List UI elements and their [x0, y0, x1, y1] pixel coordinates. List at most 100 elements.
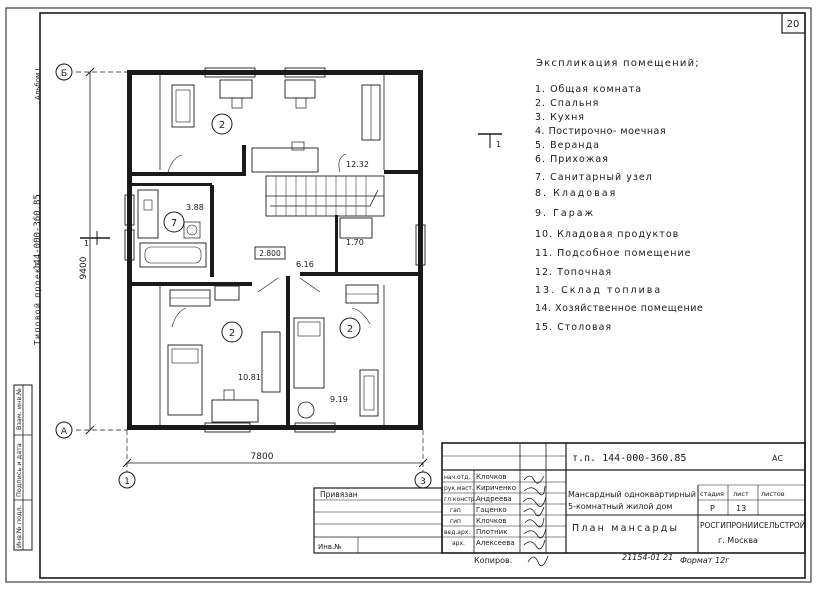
binding-label: Привязан [320, 490, 358, 499]
room-area-hall: 6.16 [296, 260, 314, 269]
signature-2 [523, 485, 546, 496]
signer-role-7: арх. [452, 540, 465, 547]
section-mark-right: 1 [478, 133, 502, 149]
binding-block: Привязан Инв.№ [313, 487, 443, 554]
signature-5 [524, 517, 545, 528]
copied-label: Копиров. [474, 556, 512, 565]
axis-bubble-bottom [55, 421, 73, 439]
level-mark: 2.800 [259, 249, 281, 258]
left-margin-stamp: Взам. инв.№ Подпись и дата Инв.№ подл. [13, 384, 33, 551]
explication-item-7: 7. Санитарный узел [535, 172, 653, 183]
dimension-width: 7800 [251, 452, 274, 462]
explication: Экспликация помещений; 1. Общая комната … [535, 58, 703, 333]
outer-wall-bottom [127, 425, 423, 430]
stamp-stage: Р [710, 504, 715, 513]
signer-name-6: Плотник [476, 528, 507, 536]
explication-item-4: 4. Постирочно- моечная [535, 126, 666, 137]
sofa-top-left [171, 84, 195, 128]
signature-4 [523, 506, 545, 517]
bed-right [293, 317, 325, 389]
order-number: 21154-01 21 [622, 553, 673, 562]
signer-name-1: Клочков [476, 473, 507, 481]
project-label: Типовой проект [33, 261, 42, 346]
explication-item-12: 12. Топочная [535, 267, 612, 278]
axis-label-bottom: А [61, 427, 68, 437]
axis-bubble-top [55, 63, 73, 81]
outer-wall-top [127, 70, 423, 75]
inv-number-label: Инв.№ [318, 543, 341, 551]
stamp-code: т.п. 144-000-360.85 [572, 453, 686, 464]
signature-7 [523, 539, 546, 550]
room-area-sanitary: 3.88 [186, 203, 204, 212]
signer-role-6: вед.арх. [444, 529, 470, 536]
signer-name-5: Клочков [476, 517, 507, 525]
sheet-number-box [781, 12, 806, 34]
axis-label-top: Б [61, 69, 67, 79]
room-code-bedroom-top: 2 [219, 120, 225, 131]
explication-item-10: 10. Кладовая продуктов [535, 229, 679, 240]
room-area-bedroom-right: 9.19 [330, 395, 348, 404]
room-code-bedroom-left: 2 [229, 328, 235, 339]
explication-item-2: 2. Спальня [535, 98, 599, 109]
signer-name-7: Алексеева [476, 539, 515, 547]
explication-item-1: 1. Общая комната [535, 84, 642, 95]
desk-top-1 [219, 79, 253, 99]
signature-6 [523, 528, 547, 539]
explication-item-13: 13. Склад топлива [535, 285, 662, 296]
room-area-closet: 1.70 [346, 238, 364, 247]
outer-wall-left [127, 70, 132, 430]
room-area-bedroom-top: 12.32 [346, 160, 369, 169]
margin-inv-orig: Инв.№ подл. [15, 505, 23, 548]
copied-signature [527, 555, 549, 567]
stamp-sheets-header: листов [761, 490, 785, 498]
bed-left [167, 344, 203, 416]
stamp-org-line2: г. Москва [718, 536, 758, 545]
stamp-sheet-title: План мансарды [572, 523, 679, 534]
format-label: Формат 12г [680, 556, 730, 565]
explication-item-15: 15. Столовая [535, 322, 612, 333]
signer-role-3: гл.констр. [444, 496, 477, 503]
stamp-stage-header: стадия [700, 490, 724, 498]
margin-replace-inv: Взам. инв.№ [15, 388, 23, 430]
axis-bubble-left [118, 471, 136, 489]
album-label: Альбом I [34, 68, 42, 100]
room-marker-sanitary [163, 211, 185, 233]
signer-role-5: гип [450, 518, 461, 525]
room-marker-bedroom-top [211, 113, 233, 135]
explication-title: Экспликация помещений; [536, 58, 700, 69]
explication-item-6: 6. Прихожая [535, 154, 609, 165]
signer-role-2: рук.маст. [444, 485, 474, 492]
axis-label-left: 1 [124, 477, 130, 487]
room-marker-bedroom-left [221, 321, 243, 343]
desk-top-2 [284, 79, 316, 99]
armchair-right [359, 369, 379, 417]
explication-item-5: 5. Веранда [535, 140, 600, 151]
stamp-sheet: 13 [736, 504, 746, 513]
room-area-bedroom-left: 10.81 [238, 373, 261, 382]
stamp-suffix: АС [772, 454, 783, 463]
signer-name-4: Гаценко [476, 506, 507, 514]
signer-name-2: Кириченко [476, 484, 516, 492]
stamp-sheet-header: лист [733, 490, 749, 498]
section-mark-left: 1 [84, 239, 89, 248]
outer-wall-right [418, 70, 423, 430]
floor-plan: Б А 1 3 7800 9400 [55, 63, 432, 489]
cabinet-hall [251, 147, 319, 173]
room-code-bedroom-right: 2 [347, 324, 353, 335]
title-block: т.п. 144-000-360.85 АС нач.отд. Клочков … [441, 442, 806, 554]
sheet-number: 20 [787, 19, 800, 30]
explication-item-11: 11. Подсобное помещение [535, 248, 692, 259]
sheet-frame [5, 7, 812, 583]
explication-item-8: 8. Кладовая [535, 188, 617, 199]
room-code-sanitary: 7 [171, 218, 177, 229]
dimension-height: 9400 [79, 256, 89, 279]
section-mark-right-label: 1 [496, 140, 501, 149]
stamp-org-line1: РОСГИПРОНИИСЕЛЬСТРОЙ [700, 521, 805, 530]
bathroom-fixtures [137, 189, 207, 268]
stamp-title-line2: 5-комнатный жилой дом [568, 502, 672, 511]
signer-role-1: нач.отд. [444, 474, 470, 481]
level-mark-box [254, 246, 286, 260]
signer-name-3: Андреева [476, 495, 512, 503]
signer-role-4: гап [450, 507, 461, 514]
